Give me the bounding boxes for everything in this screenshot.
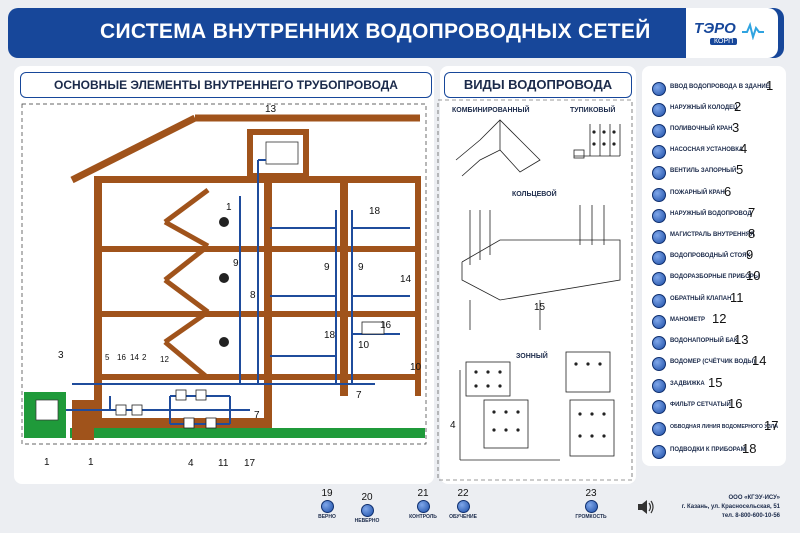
fire-hydrants — [219, 217, 229, 347]
legend-button-icon[interactable] — [652, 400, 666, 414]
label-14b: 14 — [400, 274, 412, 285]
diagram-frame — [21, 103, 427, 445]
company-info: ООО «КГЭУ-ИСУ» г. Казань, ул. Красносель… — [682, 494, 780, 521]
legend-button-icon[interactable] — [652, 251, 666, 265]
label-7a: 7 — [254, 410, 260, 421]
legend-button-icon[interactable] — [652, 230, 666, 244]
label-11: 11 — [218, 458, 229, 469]
legend-button-icon[interactable] — [652, 336, 666, 350]
legend-button-icon[interactable] — [652, 272, 666, 286]
label-16b: 16 — [380, 320, 392, 331]
dead-end-scheme — [573, 124, 621, 159]
label-8: 8 — [250, 290, 256, 301]
ground-area — [70, 428, 425, 438]
staircases — [163, 187, 210, 380]
valves — [115, 321, 385, 429]
water-well — [35, 399, 59, 421]
label-9b: 9 — [324, 262, 330, 273]
company-logo: ТЭРО КОРП — [686, 8, 778, 58]
label-2: 2 — [142, 353, 147, 362]
header-bar: СИСТЕМА ВНУТРЕННИХ ВОДОПРОВОДНЫХ СЕТЕЙ — [8, 8, 784, 58]
label-10a: 10 — [358, 340, 370, 351]
zonal-scheme — [459, 351, 615, 461]
company-name: ООО «КГЭУ-ИСУ» — [728, 495, 780, 501]
type-zonal: ЗОННЫЙ — [516, 351, 548, 360]
legend-button-icon[interactable] — [652, 103, 666, 117]
label-9a: 9 — [233, 258, 239, 269]
label-10b: 10 — [410, 362, 422, 373]
combined-scheme — [455, 119, 541, 177]
round-button-icon[interactable] — [416, 500, 430, 513]
label-1a: 1 — [44, 457, 50, 468]
legend-button-icon[interactable] — [652, 82, 666, 96]
label-18b: 18 — [324, 330, 336, 341]
building-diagram-title: ОСНОВНЫЕ ЭЛЕМЕНТЫ ВНУТРЕННЕГО ТРУБОПРОВО… — [20, 72, 432, 98]
pipes — [66, 159, 410, 425]
type-combined: КОМБИНИРОВАННЫЙ — [452, 105, 529, 114]
round-button-icon[interactable] — [456, 500, 470, 513]
pulse-icon — [742, 22, 764, 40]
legend-panel — [642, 66, 786, 466]
speaker-icon[interactable] — [636, 498, 656, 516]
round-button-icon[interactable] — [320, 500, 334, 513]
type-dead-end: ТУПИКОВЫЙ — [570, 105, 615, 114]
label-18a: 18 — [369, 206, 381, 217]
logo-sub: КОРП — [710, 38, 738, 45]
water-supply-types-title: ВИДЫ ВОДОПРОВОДА — [444, 72, 632, 98]
label-16a: 16 — [117, 353, 126, 362]
legend-button-icon[interactable] — [652, 294, 666, 308]
legend-button-icon[interactable] — [652, 209, 666, 223]
legend-button-icon[interactable] — [652, 188, 666, 202]
legend-button-icon[interactable] — [652, 422, 666, 436]
ring-scheme — [461, 205, 621, 330]
label-13: 13 — [265, 104, 277, 115]
label-1c: 1 — [226, 202, 232, 213]
label-7b: 7 — [356, 390, 362, 401]
label-17: 17 — [244, 458, 256, 469]
label-4: 4 — [188, 458, 194, 469]
fixture-dots — [474, 130, 616, 438]
label-1b: 1 — [88, 457, 94, 468]
legend-button-icon[interactable] — [652, 357, 666, 371]
building-roof — [70, 114, 420, 184]
callout-4: 4 — [450, 420, 456, 431]
page-title: СИСТЕМА ВНУТРЕННИХ ВОДОПРОВОДНЫХ СЕТЕЙ — [100, 20, 651, 43]
label-12: 12 — [160, 355, 169, 364]
round-button-icon[interactable] — [584, 500, 598, 513]
company-phone: тел. 8-800-600-10-56 — [721, 513, 780, 519]
label-3: 3 — [58, 350, 64, 361]
label-5: 5 — [105, 353, 110, 362]
legend-button-icon[interactable] — [652, 145, 666, 159]
round-button-icon[interactable] — [360, 504, 374, 517]
label-14a: 14 — [130, 353, 139, 362]
legend-button-icon[interactable] — [652, 379, 666, 393]
company-address: г. Казань, ул. Красносельская, 51 — [681, 504, 780, 510]
water-tank — [265, 141, 299, 165]
legend-button-icon[interactable] — [652, 124, 666, 138]
legend-button-icon[interactable] — [652, 166, 666, 180]
logo-name: ТЭРО — [694, 20, 736, 37]
type-ring: КОЛЬЦЕВОЙ — [512, 189, 557, 198]
legend-button-icon[interactable] — [652, 315, 666, 329]
legend-button-icon[interactable] — [652, 445, 666, 459]
label-9c: 9 — [358, 262, 364, 273]
